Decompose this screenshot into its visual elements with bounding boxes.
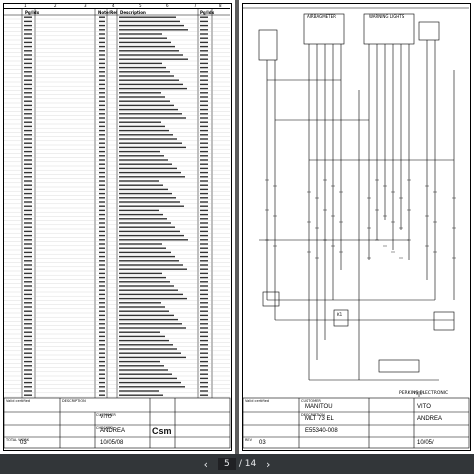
grid-number: 6 bbox=[166, 3, 169, 8]
relay-label: K1 bbox=[337, 312, 343, 317]
date-value: 10/05/08 bbox=[100, 440, 124, 446]
left-page: 1 2 3 4 5 6 7 8 Pg/Idx Note/Rel Descript… bbox=[0, 0, 235, 454]
column-header: Note/Rel bbox=[98, 10, 118, 15]
pdf-toolbar: ‹ / 14 › bbox=[0, 454, 474, 474]
grid-number: 4 bbox=[112, 3, 115, 8]
cert-text: Valid certified bbox=[6, 399, 30, 403]
right-page: AIRBAGMETER WARNING LIGHTS PERKINS ELECT… bbox=[239, 0, 474, 454]
checked-name: VITO bbox=[100, 414, 112, 420]
column-header: Description bbox=[120, 10, 146, 15]
rev-label: REV bbox=[245, 438, 253, 442]
checked-value: ANDREA bbox=[417, 416, 443, 422]
arrester-label: AIRBAGMETER bbox=[307, 14, 336, 19]
page-border bbox=[3, 3, 232, 451]
column-header: Pg/Idx bbox=[200, 10, 215, 15]
grid-number: 1 bbox=[24, 3, 27, 8]
checked-label: CHECKED bbox=[96, 426, 113, 430]
description-label: DESCRIPTION bbox=[301, 413, 325, 417]
customer-label: CUSTOMER bbox=[301, 399, 321, 403]
designer-name: VITO bbox=[417, 404, 431, 410]
perkins-caption: PERKINS ELECTRONIC bbox=[399, 391, 449, 396]
page-total: / 14 bbox=[238, 459, 257, 469]
code-label: TOTAL WORK bbox=[6, 438, 30, 442]
date-value: 10/05/ bbox=[417, 440, 434, 446]
grid-number: 5 bbox=[139, 3, 142, 8]
grid-number: 8 bbox=[219, 3, 222, 8]
company-logo: Csm bbox=[152, 426, 172, 436]
customer-value: MANITOU bbox=[305, 404, 333, 410]
checked-value: ANDREA bbox=[100, 428, 126, 434]
chevron-right-icon[interactable]: › bbox=[265, 457, 271, 471]
sheet-number: 03 bbox=[20, 440, 27, 446]
wiring-schematic bbox=[242, 7, 470, 449]
warning-lights-label: WARNING LIGHTS bbox=[369, 14, 405, 19]
chevron-left-icon[interactable]: ‹ bbox=[203, 457, 209, 471]
page-border bbox=[242, 3, 471, 451]
column-header: Pg/Idx bbox=[25, 10, 40, 15]
customer-label: CUSTOMER bbox=[96, 413, 116, 417]
sheet-number: 03 bbox=[259, 440, 266, 446]
drawing-number: E55340-008 bbox=[305, 428, 338, 434]
grid-number: 3 bbox=[84, 3, 87, 8]
description-label: DESCRIPTION bbox=[62, 399, 86, 403]
model-name: MLT 73 EL bbox=[305, 416, 334, 422]
grid-number: 7 bbox=[194, 3, 197, 8]
cert-text: Valid certified bbox=[245, 399, 269, 403]
component-list-table bbox=[3, 8, 231, 449]
page-number-input[interactable] bbox=[217, 458, 236, 470]
grid-number: 2 bbox=[54, 3, 57, 8]
